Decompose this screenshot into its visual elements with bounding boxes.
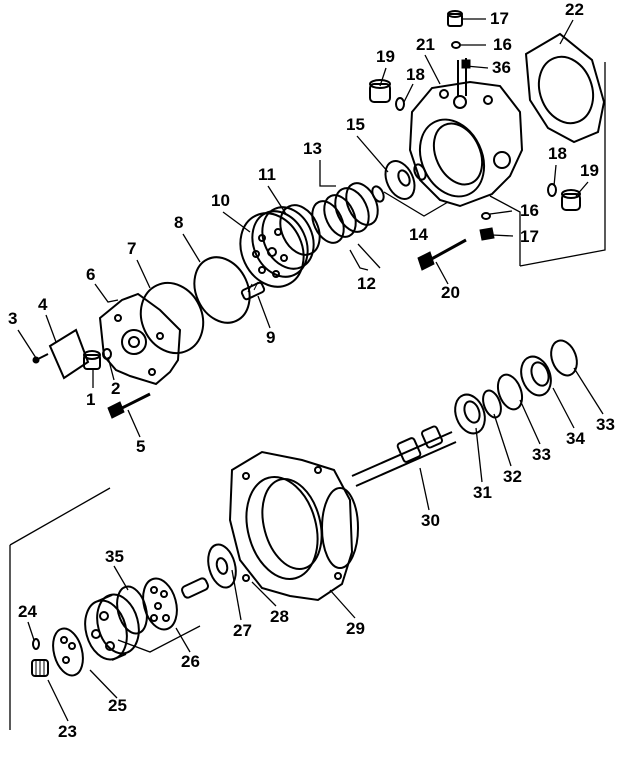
part-27-washer bbox=[207, 543, 237, 589]
part-25-retainer-plate bbox=[52, 627, 84, 677]
callout-23: 23 bbox=[58, 722, 77, 741]
part-32-snap-ring bbox=[482, 389, 502, 419]
callout-18a: 18 bbox=[406, 65, 425, 84]
callout-25: 25 bbox=[108, 696, 127, 715]
part-3-screw bbox=[32, 353, 49, 364]
callout-21: 21 bbox=[416, 35, 435, 54]
part-33-ring-a bbox=[496, 373, 524, 411]
part-29-main-housing bbox=[228, 450, 359, 602]
part-6-end-cover bbox=[98, 292, 182, 386]
callout-29: 29 bbox=[346, 619, 365, 638]
callout-24: 24 bbox=[18, 602, 37, 621]
callout-3: 3 bbox=[8, 309, 17, 328]
callout-13: 13 bbox=[303, 139, 322, 158]
callout-5: 5 bbox=[136, 437, 145, 456]
part-1-plug bbox=[83, 350, 101, 370]
part-7-oring bbox=[139, 281, 205, 355]
part-14-ring-a bbox=[371, 185, 385, 203]
part-22-gasket bbox=[524, 32, 606, 144]
callout-33a: 33 bbox=[532, 445, 551, 464]
part-28-pin bbox=[242, 574, 250, 582]
callout-19b: 19 bbox=[580, 161, 599, 180]
callout-10: 10 bbox=[211, 191, 230, 210]
callout-31: 31 bbox=[473, 483, 492, 502]
callout-26: 26 bbox=[181, 652, 200, 671]
part-18-oring-left bbox=[395, 97, 405, 111]
callout-8: 8 bbox=[174, 213, 183, 232]
callout-19a: 19 bbox=[376, 47, 395, 66]
callout-16b: 16 bbox=[520, 201, 539, 220]
part-19-plug-left bbox=[369, 79, 391, 103]
part-18-oring-right bbox=[547, 183, 557, 197]
part-23-bushing bbox=[31, 659, 49, 677]
part-9-spring bbox=[240, 281, 266, 301]
callout-14: 14 bbox=[409, 225, 428, 244]
part-26-valve-plate bbox=[142, 577, 178, 631]
callout-27: 27 bbox=[233, 621, 252, 640]
callout-11: 11 bbox=[258, 165, 276, 184]
callout-28: 28 bbox=[270, 607, 289, 626]
part-16-seal-bottom bbox=[481, 212, 491, 220]
callout-32: 32 bbox=[503, 467, 522, 486]
callout-4: 4 bbox=[38, 295, 48, 314]
callout-7: 7 bbox=[127, 239, 136, 258]
callout-35: 35 bbox=[105, 547, 124, 566]
callout-2: 2 bbox=[111, 379, 120, 398]
part-16-seal-top bbox=[451, 41, 461, 49]
callout-15: 15 bbox=[346, 115, 365, 134]
callout-18b: 18 bbox=[548, 144, 567, 163]
part-31-bearing bbox=[454, 393, 486, 435]
callout-33b: 33 bbox=[596, 415, 615, 434]
part-17-plug-top bbox=[447, 10, 463, 27]
callout-36: 36 bbox=[492, 58, 511, 77]
callout-9: 9 bbox=[266, 328, 275, 347]
part-15-gear bbox=[384, 160, 416, 200]
callout-1: 1 bbox=[86, 390, 95, 409]
callout-labels: 1 2 3 4 5 6 7 8 9 10 11 12 13 14 15 16 1… bbox=[8, 0, 615, 741]
part-11-oring bbox=[279, 204, 321, 256]
callout-30: 30 bbox=[421, 511, 440, 530]
part-8-oring bbox=[193, 256, 251, 324]
callout-17b: 17 bbox=[520, 227, 539, 246]
part-5-bolt bbox=[107, 392, 151, 419]
leader-lines bbox=[9, 18, 606, 730]
part-19-plug-right bbox=[561, 189, 581, 211]
part-24-pin bbox=[32, 638, 40, 650]
part-21-housing bbox=[408, 58, 524, 208]
callout-12: 12 bbox=[357, 274, 376, 293]
part-cylinder-block bbox=[84, 593, 140, 661]
part-36-screw bbox=[461, 59, 471, 69]
part-34-bearing bbox=[520, 355, 552, 397]
part-20-bolt bbox=[417, 238, 467, 271]
part-30-shaft bbox=[351, 425, 457, 487]
callout-22: 22 bbox=[565, 0, 584, 19]
callout-20: 20 bbox=[441, 283, 460, 302]
callout-6: 6 bbox=[86, 265, 95, 284]
part-26-pin bbox=[180, 577, 210, 599]
part-10-plate bbox=[239, 206, 315, 288]
callout-16a: 16 bbox=[493, 35, 512, 54]
callout-17a: 17 bbox=[490, 9, 509, 28]
part-17-plug-bottom bbox=[479, 227, 495, 241]
part-4-nameplate bbox=[48, 328, 90, 380]
part-33-ring-b bbox=[550, 339, 578, 377]
callout-34: 34 bbox=[566, 429, 585, 448]
